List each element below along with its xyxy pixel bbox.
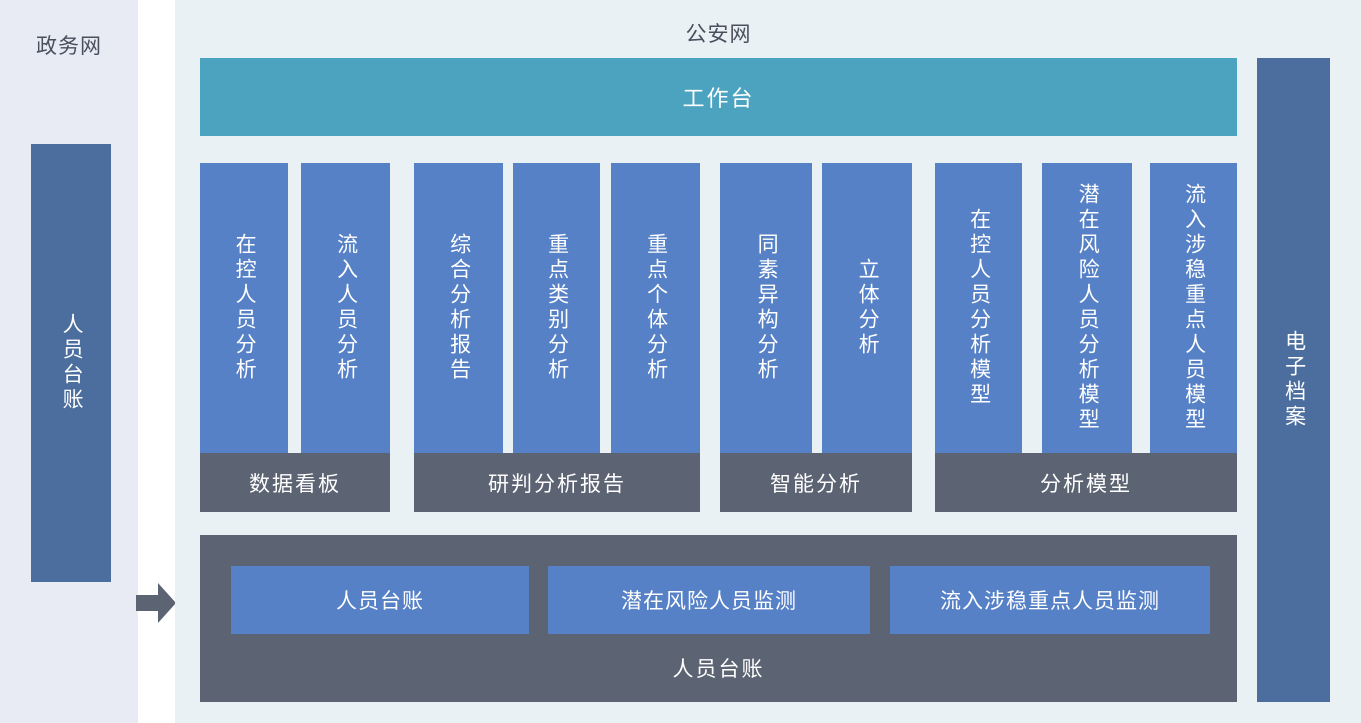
capability-column-label: 综合分析报告	[447, 233, 471, 383]
ledger-tile[interactable]: 流入涉稳重点人员监测	[890, 566, 1210, 634]
capability-column[interactable]: 重点个体分析	[611, 163, 700, 453]
capability-column[interactable]: 同素异构分析	[720, 163, 812, 453]
capability-columns: 在控人员分析 流入人员分析	[200, 163, 390, 453]
capability-column-label: 潜在风险人员分析模型	[1076, 183, 1100, 433]
workbench-label: 工作台	[682, 86, 755, 111]
capability-column-label: 在控人员分析模型	[967, 208, 991, 408]
ledger-tile[interactable]: 人员台账	[231, 566, 529, 634]
capability-group-intelligent-analysis: 同素异构分析 立体分析 智能分析	[720, 163, 912, 512]
group-label-bar: 智能分析	[720, 453, 912, 512]
capability-columns: 在控人员分析模型 潜在风险人员分析模型 流入涉稳重点人员模型	[935, 163, 1237, 453]
capability-column[interactable]: 流入涉稳重点人员模型	[1150, 163, 1237, 453]
government-network-panel: 政务网 人员台账	[0, 0, 138, 723]
ledger-tile-label: 流入涉稳重点人员监测	[940, 590, 1160, 613]
personnel-ledger-panel: 人员台账 潜在风险人员监测 流入涉稳重点人员监测 人员台账	[200, 535, 1237, 702]
capability-column-label: 重点个体分析	[644, 233, 668, 383]
group-label-bar: 研判分析报告	[414, 453, 700, 512]
capability-column[interactable]: 潜在风险人员分析模型	[1042, 163, 1132, 453]
government-personnel-ledger-label: 人员台账	[60, 313, 84, 413]
electronic-archive-column[interactable]: 电子档案	[1257, 58, 1330, 702]
capability-column[interactable]: 流入人员分析	[301, 163, 390, 453]
capability-group-data-dashboard: 在控人员分析 流入人员分析 数据看板	[200, 163, 390, 512]
capability-column-label: 同素异构分析	[755, 233, 779, 383]
workbench-bar[interactable]: 工作台	[200, 58, 1237, 136]
capability-group-analysis-report: 综合分析报告 重点类别分析 重点个体分析 研判分析报告	[414, 163, 700, 512]
capability-column-label: 重点类别分析	[545, 233, 569, 383]
electronic-archive-label: 电子档案	[1282, 330, 1306, 430]
ledger-tile-label: 人员台账	[336, 590, 424, 613]
group-label-bar: 分析模型	[935, 453, 1237, 512]
personnel-ledger-caption: 人员台账	[672, 658, 765, 681]
government-network-title: 政务网	[36, 35, 102, 58]
group-label-bar: 数据看板	[200, 453, 390, 512]
police-network-title: 公安网	[685, 23, 752, 46]
capability-column-label: 在控人员分析	[233, 233, 257, 383]
capability-column[interactable]: 在控人员分析模型	[935, 163, 1022, 453]
capability-column-label: 立体分析	[856, 258, 880, 358]
capability-columns: 综合分析报告 重点类别分析 重点个体分析	[414, 163, 700, 453]
ledger-tile[interactable]: 潜在风险人员监测	[548, 566, 870, 634]
capability-column[interactable]: 在控人员分析	[200, 163, 288, 453]
government-personnel-ledger-column[interactable]: 人员台账	[31, 144, 111, 582]
ledger-tile-label: 潜在风险人员监测	[621, 590, 797, 613]
capability-column-label: 流入人员分析	[334, 233, 358, 383]
capability-column[interactable]: 重点类别分析	[513, 163, 600, 453]
capability-group-analysis-model: 在控人员分析模型 潜在风险人员分析模型 流入涉稳重点人员模型 分析模型	[935, 163, 1237, 512]
right-arrow-icon	[136, 582, 176, 624]
capability-column[interactable]: 综合分析报告	[414, 163, 503, 453]
capability-columns: 同素异构分析 立体分析	[720, 163, 912, 453]
capability-column-label: 流入涉稳重点人员模型	[1182, 183, 1206, 433]
capability-column[interactable]: 立体分析	[822, 163, 912, 453]
personnel-ledger-tiles: 人员台账 潜在风险人员监测 流入涉稳重点人员监测	[200, 566, 1237, 634]
